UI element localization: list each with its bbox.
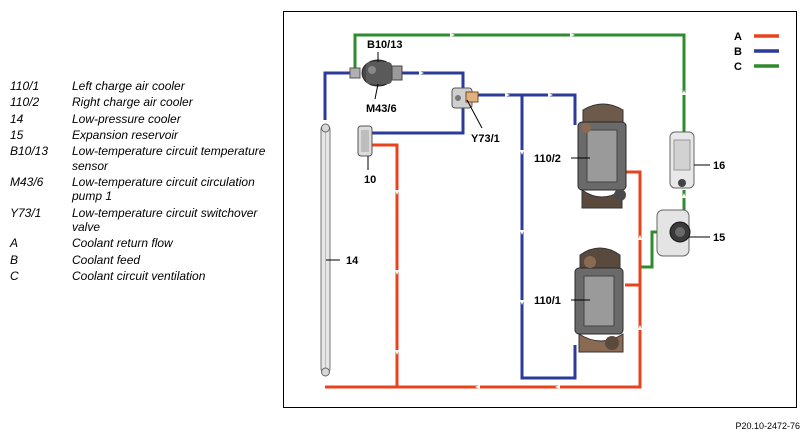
return-line-10 — [372, 143, 399, 387]
legend-description: Expansion reservoir — [72, 127, 179, 142]
flow-arrows — [395, 33, 686, 389]
figure-reference: P20.10-2472-76 — [735, 421, 800, 431]
label-10: 10 — [364, 174, 376, 186]
legend-code: M43/6 — [10, 174, 44, 189]
legend-code: A — [10, 236, 19, 251]
legend-description: Coolant feed — [72, 252, 141, 267]
low-pressure-cooler-14 — [320, 123, 331, 377]
legend-description: Coolant return flow — [72, 236, 173, 251]
legend-row: B Coolant feed — [10, 253, 275, 267]
legend-code: 14 — [10, 111, 24, 126]
legend-row: B10/13 Low-temperature circuit temperatur… — [10, 144, 275, 173]
feed-line-to-pump — [323, 71, 355, 120]
component-labels: B10/13 M43/6 Y73/1 10 14 110/2 110/1 16 … — [346, 39, 725, 307]
legend-description: Low-temperature circuit temperature sens… — [72, 144, 266, 173]
label-110-1: 110/1 — [534, 295, 561, 307]
legend-code: 110/2 — [10, 95, 40, 110]
feed-line-110-1 — [520, 95, 577, 380]
charge-air-cooler-110-2 — [577, 103, 627, 209]
feed-line-valve-110-2 — [478, 93, 577, 125]
legend-description: Right charge air cooler — [72, 95, 193, 110]
legend-row: M43/6 Low-temperature circuit circulation… — [10, 175, 275, 204]
legend-row: 110/1 Left charge air cooler — [10, 79, 275, 93]
legend-description: Low-temperature circuit circulation pump… — [72, 174, 255, 204]
label-b10-13: B10/13 — [367, 39, 402, 51]
legend-row: 110/2 Right charge air cooler — [10, 95, 275, 109]
ventilation-line-15-cooler — [640, 230, 657, 269]
return-line-bottom — [325, 283, 642, 389]
feed-line-pump-valve — [400, 71, 465, 88]
legend-code: Y73/1 — [10, 205, 42, 220]
charge-air-cooler-110-1 — [574, 247, 624, 353]
key-label: B — [734, 46, 742, 58]
key-label: A — [734, 31, 742, 43]
color-key: ABC — [734, 31, 779, 73]
label-m43-6: M43/6 — [366, 103, 397, 115]
key-label: C — [734, 61, 742, 73]
legend-code: C — [10, 268, 19, 283]
legend-code: B10/13 — [10, 144, 49, 159]
component-16 — [669, 131, 695, 189]
legend-row: C Coolant circuit ventilation — [10, 269, 275, 283]
ventilation-lines — [353, 33, 686, 269]
legend-code: B — [10, 252, 19, 267]
label-15: 15 — [713, 232, 725, 244]
expansion-reservoir-15 — [656, 209, 691, 257]
leader-lines — [326, 52, 710, 301]
legend-code: 110/1 — [10, 79, 40, 93]
switchover-valve-y73-1 — [451, 87, 479, 109]
component-10 — [357, 125, 373, 157]
legend-row: Y73/1 Low-temperature circuit switchover … — [10, 206, 275, 235]
legend-description: Left charge air cooler — [72, 79, 185, 93]
feed-lines — [323, 71, 577, 380]
label-16: 16 — [713, 160, 725, 172]
circulation-pump-m43-6 — [349, 59, 403, 87]
feed-line-valve-10 — [360, 108, 465, 135]
legend-row: 14 Low-pressure cooler — [10, 112, 275, 126]
diagram-frame — [283, 11, 797, 408]
ventilation-line-top — [353, 33, 686, 132]
legend-description: Coolant circuit ventilation — [72, 268, 206, 283]
legend-row: A Coolant return flow — [10, 236, 275, 250]
legend-code: 15 — [10, 127, 24, 142]
legend-row: 15 Expansion reservoir — [10, 128, 275, 142]
label-110-2: 110/2 — [534, 153, 561, 165]
label-14: 14 — [346, 255, 359, 267]
legend: 110/1 Left charge air cooler 110/2 Right ch… — [10, 79, 275, 285]
label-y73-1: Y73/1 — [471, 133, 500, 145]
legend-description: Low-temperature circuit switchover valve — [72, 205, 258, 234]
legend-description: Low-pressure cooler — [72, 111, 181, 126]
